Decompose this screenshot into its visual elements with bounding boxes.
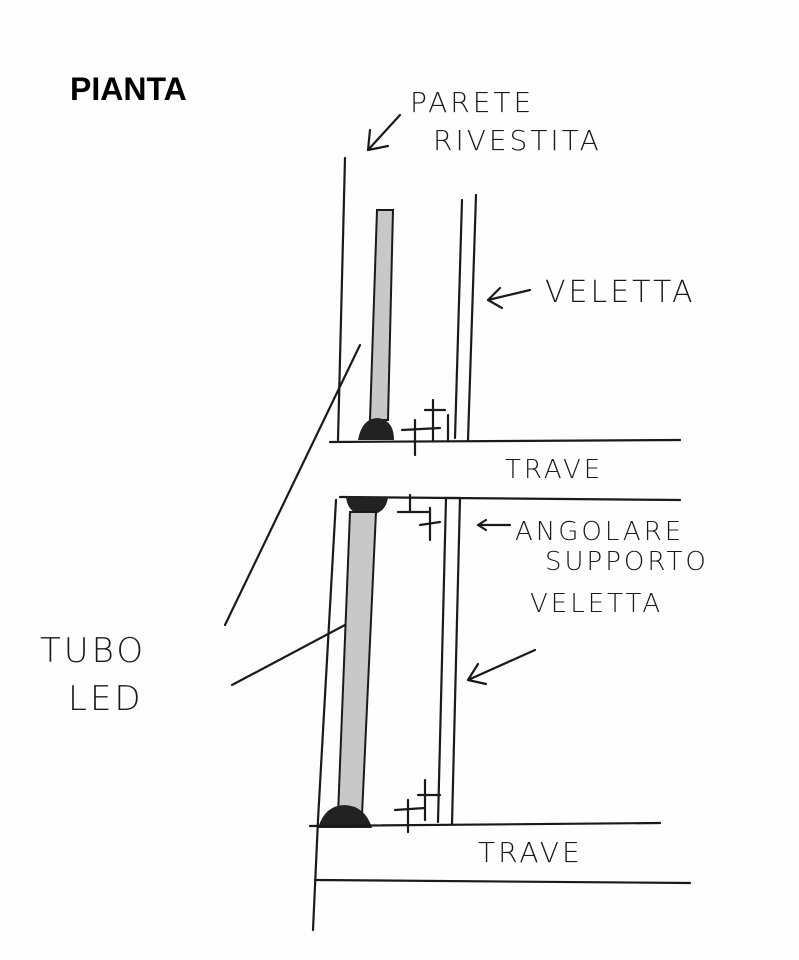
label-led: LED [68,679,144,719]
label-trave-bottom: TRAVE [478,836,583,869]
led-tube-lower [336,511,378,816]
wall-line [311,156,347,932]
angle-bracket-lower [393,778,442,834]
arrow-veletta-top [486,286,532,310]
tube-mount-lower-top [346,497,388,515]
drawing-title: PIANTA [70,71,187,107]
arrow-angolare [476,518,512,532]
veletta-upper [446,193,478,442]
tube-mount-upper [358,418,394,440]
label-tubo: TUBO [40,631,146,671]
label-veletta-lower: VELETTA [530,589,663,619]
label-angolare: ANGOLARE [515,517,684,547]
angle-bracket-middle [396,493,442,542]
label-rivestita: RIVESTITA [433,124,602,157]
label-trave-top: TRAVE [505,455,603,485]
leader-tubo-lower [230,623,347,687]
beam-lower [308,821,692,885]
leader-tubo-upper [223,343,362,627]
label-veletta-top: VELETTA [545,275,695,310]
led-tube-upper [368,209,395,421]
tube-mount-lower-bottom [318,805,372,828]
label-supporto: SUPPORTO [545,547,709,577]
veletta-lower [436,496,462,826]
angle-bracket-upper [400,398,447,457]
arrow-veletta-lower [466,648,537,686]
arrow-parete [366,113,402,152]
beam-upper [328,438,682,502]
label-parete: PARETE [410,86,534,119]
